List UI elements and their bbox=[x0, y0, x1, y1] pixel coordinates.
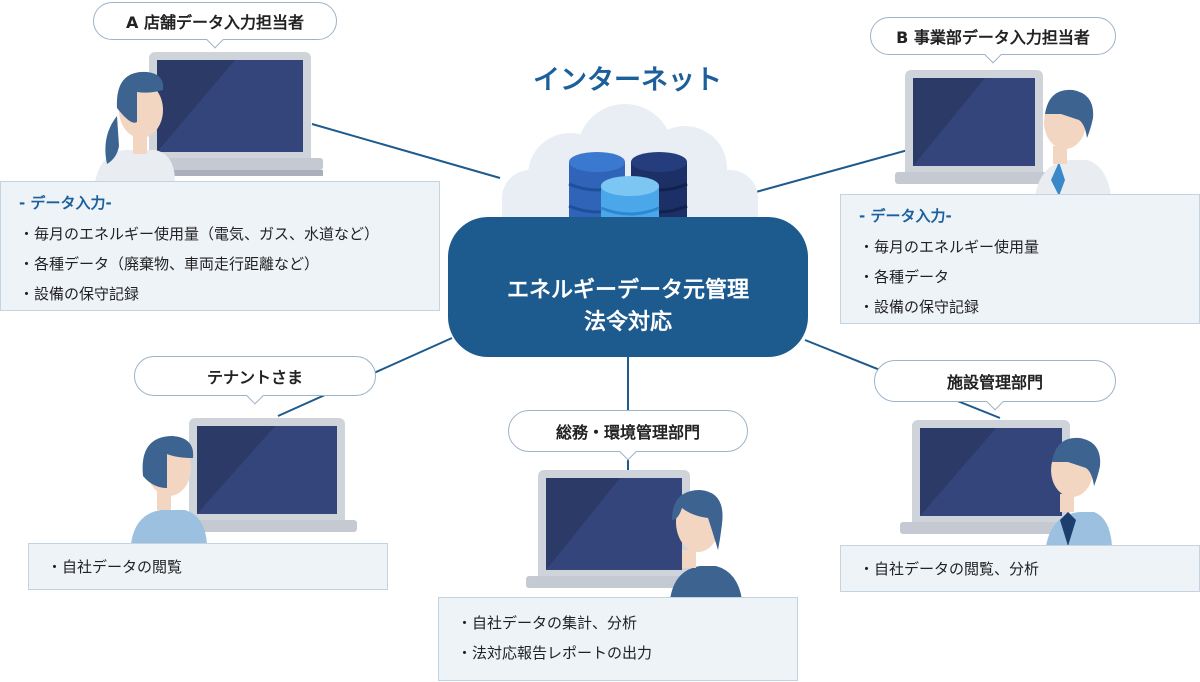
internet-title: インターネット bbox=[533, 65, 722, 96]
central-system-box: エネルギーデータ元管理 法令対応 bbox=[448, 217, 808, 357]
general-affairs-info-box: ・自社データの集計、分析 ・法対応報告レポートの出力 bbox=[438, 597, 798, 681]
list-item: ・各種データ（廃棄物、車両走行距離など） bbox=[19, 255, 320, 273]
tenant-person-laptop-illustration bbox=[131, 418, 357, 544]
facility-info-box: ・自社データの閲覧、分析 bbox=[840, 545, 1200, 592]
store-input-heading: - データ入力- bbox=[19, 194, 112, 212]
list-item: ・自社データの閲覧、分析 bbox=[859, 560, 1040, 578]
list-item: ・法対応報告レポートの出力 bbox=[457, 644, 653, 662]
central-system-title: エネルギーデータ元管理 bbox=[506, 278, 749, 303]
tenant-info-box: ・自社データの閲覧 bbox=[28, 543, 388, 590]
store-input-info-box: - データ入力- ・毎月のエネルギー使用量（電気、ガス、水道など） ・各種データ… bbox=[0, 181, 440, 311]
facility-label: 施設管理部門 bbox=[874, 360, 1116, 402]
list-item: ・自社データの閲覧 bbox=[47, 558, 183, 576]
store-input-label: A 店舗データ入力担当者 bbox=[93, 2, 337, 40]
general-affairs-person-laptop-illustration bbox=[526, 470, 742, 600]
division-input-info-box: - データ入力- ・毎月のエネルギー使用量 ・各種データ ・設備の保守記録 bbox=[840, 194, 1200, 324]
list-item: ・各種データ bbox=[859, 268, 950, 286]
store-input-person-laptop-illustration bbox=[95, 52, 323, 182]
list-item: ・設備の保守記録 bbox=[19, 285, 140, 303]
division-input-label: B 事業部データ入力担当者 bbox=[870, 17, 1116, 55]
central-system-subtitle: 法令対応 bbox=[583, 310, 672, 335]
list-item: ・毎月のエネルギー使用量 bbox=[859, 238, 1040, 256]
general-affairs-label: 総務・環境管理部門 bbox=[508, 410, 748, 452]
facility-person-laptop-illustration bbox=[900, 420, 1112, 546]
division-input-person-laptop-illustration bbox=[895, 70, 1111, 196]
tenant-label: テナントさま bbox=[134, 356, 376, 396]
list-item: ・自社データの集計、分析 bbox=[457, 614, 638, 632]
division-input-heading: - データ入力- bbox=[859, 207, 952, 225]
list-item: ・設備の保守記録 bbox=[859, 298, 980, 316]
list-item: ・毎月のエネルギー使用量（電気、ガス、水道など） bbox=[19, 225, 380, 243]
